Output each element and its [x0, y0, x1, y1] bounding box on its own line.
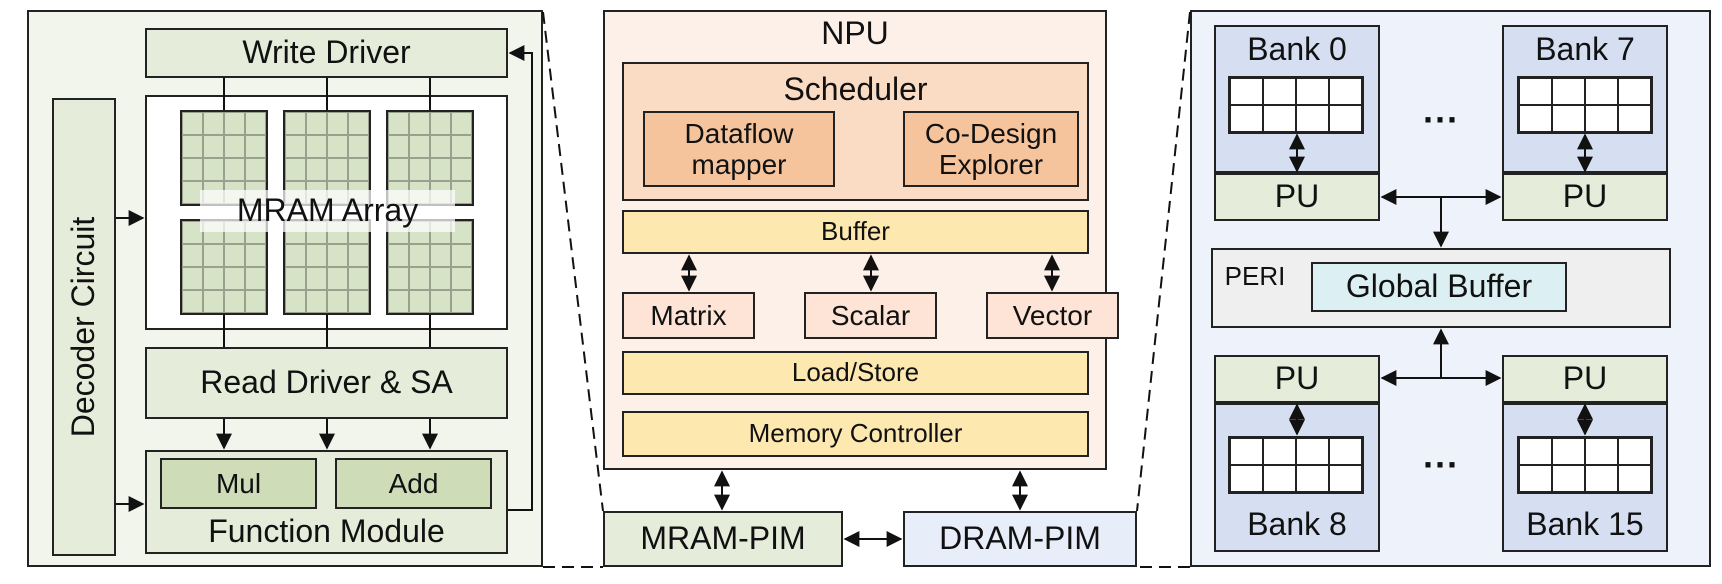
pu-block: PU [1214, 355, 1380, 403]
add-block: Add [335, 458, 492, 509]
zoom-line [542, 11, 604, 512]
pu-block: PU [1214, 173, 1380, 221]
pu-label: PU [1562, 360, 1608, 397]
mram-subarray [386, 219, 474, 315]
scalar-label: Scalar [830, 299, 911, 331]
pu-label: PU [1274, 360, 1320, 397]
codesign-explorer-label: Co-Design Explorer [924, 117, 1058, 180]
dram-pim-label: DRAM-PIM [939, 520, 1101, 557]
mram-pim-label: MRAM-PIM [640, 520, 806, 557]
buffer-label: Buffer [821, 216, 890, 247]
dataflow-mapper-label: Dataflow mapper [684, 117, 794, 180]
mul-block: Mul [160, 458, 317, 509]
load-store-label: Load/Store [791, 357, 920, 388]
pu-label: PU [1274, 178, 1320, 215]
dataflow-mapper-block: Dataflow mapper [643, 111, 835, 187]
zoom-line [1136, 11, 1191, 512]
mram-pim-block: MRAM-PIM [603, 511, 843, 567]
mul-label: Mul [215, 467, 262, 499]
ellipsis-bottom: ··· [1423, 443, 1459, 485]
bank-7-cell-array [1517, 76, 1653, 134]
bank-8-label: Bank 8 [1247, 506, 1347, 543]
pu-block: PU [1502, 173, 1668, 221]
bank-15-label: Bank 15 [1526, 506, 1644, 543]
scheduler-label: Scheduler [783, 71, 928, 108]
bank-15-cell-array [1517, 436, 1653, 494]
matrix-label: Matrix [650, 299, 727, 331]
memory-controller-block: Memory Controller [622, 411, 1089, 457]
read-driver-label: Read Driver & SA [200, 364, 453, 401]
global-buffer-block: Global Buffer [1311, 262, 1567, 312]
ellipsis-top: ··· [1423, 98, 1459, 140]
add-label: Add [388, 467, 439, 499]
function-module-label: Function Module [208, 513, 445, 550]
scalar-unit: Scalar [804, 292, 937, 339]
load-store-block: Load/Store [622, 351, 1089, 395]
mram-array-label: MRAM Array [200, 190, 455, 232]
bank-0-label: Bank 0 [1247, 31, 1347, 68]
bank-0-cell-array [1228, 76, 1364, 134]
bank-7-label: Bank 7 [1535, 31, 1635, 68]
decoder-circuit-block: Decoder Circuit [52, 98, 116, 556]
mram-subarray [180, 219, 268, 315]
pu-block: PU [1502, 355, 1668, 403]
read-driver-block: Read Driver & SA [145, 347, 508, 419]
peri-label: PERI [1224, 261, 1286, 292]
write-driver-label: Write Driver [242, 34, 411, 71]
dram-pim-block: DRAM-PIM [903, 511, 1137, 567]
npu-title: NPU [821, 15, 889, 52]
pu-label: PU [1562, 178, 1608, 215]
vector-unit: Vector [986, 292, 1119, 339]
matrix-unit: Matrix [622, 292, 755, 339]
vector-label: Vector [1012, 299, 1093, 331]
codesign-explorer-block: Co-Design Explorer [903, 111, 1079, 187]
global-buffer-label: Global Buffer [1345, 268, 1533, 305]
bank-8-cell-array [1228, 436, 1364, 494]
buffer-block: Buffer [622, 210, 1089, 254]
feedback-arrow [508, 45, 533, 511]
write-driver-block: Write Driver [145, 28, 508, 78]
memory-controller-label: Memory Controller [748, 418, 963, 449]
